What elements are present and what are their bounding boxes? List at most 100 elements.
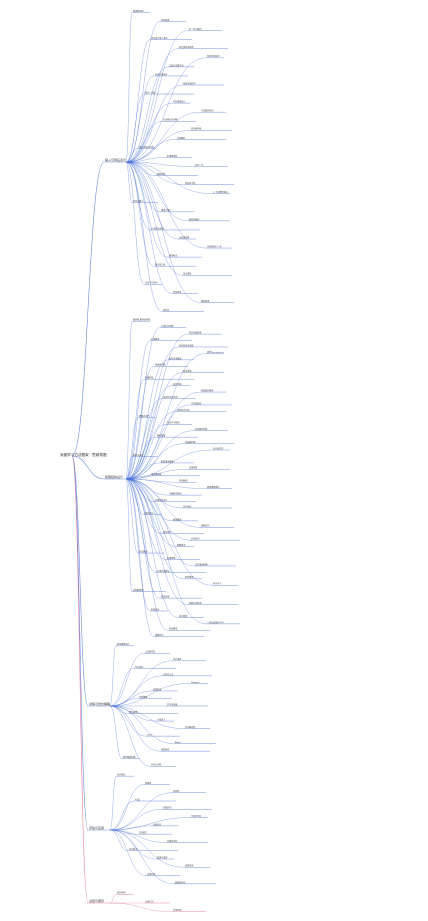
child-node-label[interactable]: 稀疏激活 [177,543,185,547]
child-node-label[interactable]: 适配器微调 [133,588,143,592]
child-node-label[interactable]: 特征拼接 [173,290,181,294]
child-node-label[interactable]: 图注意力层 [155,263,165,267]
child-node-label[interactable]: 编码器-解码器框架 [133,318,150,322]
child-node-label[interactable]: 长短期记忆网络 [163,118,178,122]
child-node-label[interactable]: 数据预处理 [133,9,143,13]
child-node-label[interactable]: SGD [147,735,152,737]
child-node-label[interactable]: 学习率调度 [167,702,177,706]
child-node-label[interactable]: 参数高效微调 [189,601,201,605]
child-node-label[interactable]: 轻量化网络 [155,363,165,367]
child-node-label[interactable]: 奖励模型 [169,627,177,631]
child-node-label[interactable]: 边缘计算 [147,872,155,876]
child-node-label[interactable]: 模型融合 [173,517,181,521]
child-node-label[interactable]: 人类反馈强化学习 [207,620,224,624]
child-node-label[interactable]: 混合精度训练 [123,755,135,759]
child-node-label[interactable]: 预训练语言模型 [179,343,194,347]
child-node-label[interactable]: 卷积特征映射 [207,54,219,58]
child-node-label[interactable]: 可解释性模块 [169,492,181,496]
child-node-label[interactable]: 多头注意力机制 [139,145,154,149]
child-node-label[interactable]: 指令微调 [179,614,187,618]
child-node-label[interactable]: 归一化与编码 [189,27,201,31]
child-node-label[interactable]: 空间注意力 [133,199,143,203]
child-node-label[interactable]: 部署与推理 [157,855,167,859]
child-node-label[interactable]: 外部存储模块 [157,569,169,573]
child-node-label[interactable]: 检索增强 [185,575,193,579]
child-node-label[interactable]: 多任务学习结构 [163,395,178,399]
child-node-label[interactable]: 多尺度特征融合 [179,45,194,49]
child-node-label[interactable]: 因果推断模块 [207,485,219,489]
child-node-label[interactable]: 召回率 [173,789,179,793]
child-node-label[interactable]: 生成对抗网络 [161,324,173,328]
child-node-label[interactable]: 图卷积层 [169,254,177,258]
child-node-label[interactable]: 邻接矩阵归一化 [207,244,222,248]
child-node-label[interactable]: 提示学习 [213,582,221,586]
child-node-label[interactable]: 层归一化 [195,163,203,167]
child-node-label[interactable]: 温度系数 [189,466,198,470]
child-node-label[interactable]: 图结构编码 [189,217,199,221]
child-node-label[interactable]: 投影头设计 [133,453,143,457]
branch-b4-label[interactable]: 评估与应用 [89,825,104,830]
child-node-label[interactable]: 视觉Transformer [207,350,224,354]
child-node-label[interactable]: 双向编码器 [191,127,202,131]
child-node-label[interactable]: 跳跃连接 [157,172,165,176]
child-node-label[interactable]: 交叉熵损失 [145,650,155,654]
child-node-label[interactable]: 动态路由 [139,549,147,553]
child-node-label[interactable]: 准确率 [145,781,151,785]
child-node-label[interactable]: 递归结构 [163,530,171,534]
child-node-label[interactable]: 误差分析 [153,822,161,826]
child-node-label[interactable]: 级联结构 [201,524,209,528]
child-node-label[interactable]: 扩散模型 [151,337,159,341]
child-node-label[interactable]: 网络剪枝 [145,376,154,380]
child-node-label[interactable]: 注意力权重分布 [169,63,184,67]
child-node-label[interactable]: 对抗样本 [129,847,137,851]
child-node-label[interactable]: 节点特征传播 [151,226,164,230]
child-node-label[interactable]: 对比学习框架 [167,421,179,425]
child-node-label[interactable]: 分层结构 [191,537,199,541]
child-node-label[interactable]: 评价指标 [117,773,125,777]
child-node-label[interactable]: 数据增强策略 [161,459,174,463]
child-node-label[interactable]: 鲁棒性测试 [167,839,177,843]
child-node-label[interactable]: 正则化方法 [163,672,173,676]
child-node-label[interactable]: 贝叶斯层 [183,504,191,508]
child-node-label[interactable]: 混合专家模型 [169,356,181,360]
child-node-label[interactable]: 知识蒸馏 [183,369,191,373]
child-node-label[interactable]: 分布式训练 [151,763,161,767]
child-node-label[interactable]: 任务特定头部 [177,408,189,412]
child-node-label[interactable]: 前馈网络层 [167,154,177,158]
child-node-label[interactable]: 动量编码器 [185,440,196,444]
child-node-label[interactable]: 损失函数设计 [117,642,129,646]
child-node-label[interactable]: 早停策略 [139,695,148,699]
child-node-label[interactable]: 通道注意力 [161,208,171,212]
child-node-label[interactable]: 量化压缩 [173,382,181,386]
root-node-label[interactable]: 深度学习方法框架 · 思维导图 [60,452,107,457]
child-node-label[interactable]: 集成学习 [145,511,153,515]
child-node-label[interactable]: 批归一化层 [145,90,155,94]
child-node-label[interactable]: 特征金字塔 [185,181,196,185]
child-node-label[interactable]: 前缀调优 [151,607,159,611]
child-node-label[interactable]: 跨模态对齐 [139,414,149,418]
child-node-label[interactable]: 门控循环结构 [201,109,213,113]
child-node-label[interactable]: 特征解耦 [179,479,187,483]
child-node-label[interactable]: 读出函数 [183,272,192,276]
child-node-label[interactable]: 投影层 [163,308,169,312]
branch-b5-label[interactable]: 总结与展望 [89,898,104,903]
child-node-label[interactable]: 开放问题 [173,908,181,912]
child-node-label[interactable]: 消融实验 [163,806,172,810]
branch-b1-label[interactable]: 输入与特征表示 [105,157,126,162]
child-node-label[interactable]: 泛化能力 [139,831,147,835]
child-node-label[interactable]: 掩码建模 [157,434,165,438]
child-node-label[interactable]: 低秩分解 [161,595,169,599]
child-node-label[interactable]: 不确定性估计 [155,498,167,502]
branch-b3-label[interactable]: 训练与优化策略 [89,701,110,706]
child-node-label[interactable]: 未来方向 [145,899,153,903]
child-node-label[interactable]: 序列建模单元 [173,100,185,104]
child-node-label[interactable]: 推理加速 [185,864,193,868]
child-node-label[interactable]: 权重衰减 [153,687,161,691]
child-node-label[interactable]: 优化器选择 [185,725,196,729]
child-node-label[interactable]: Adam [175,741,181,744]
child-node-label[interactable]: 策略优化 [155,633,163,637]
child-node-label[interactable]: 神经架构搜索 [201,388,213,392]
child-node-label[interactable]: 变分自编码器 [189,331,202,335]
child-node-label[interactable]: 研究局限 [117,891,125,895]
child-node-label[interactable]: 均方误差 [173,657,181,661]
